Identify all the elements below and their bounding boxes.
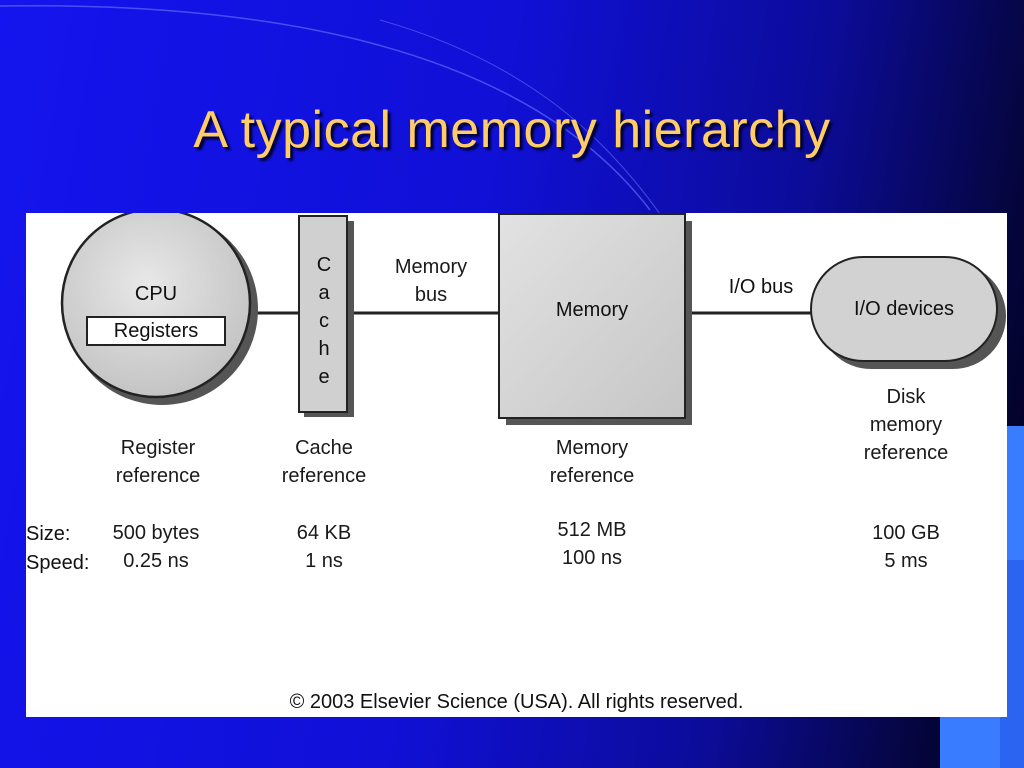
memory-box: [498, 213, 686, 419]
reference-line: Disk: [886, 386, 926, 408]
disk-speed: 5 ms: [884, 550, 928, 572]
disk-reference-label: Disk memory reference: [844, 383, 968, 467]
memory-label: Memory: [555, 299, 629, 321]
cache-bar: [298, 215, 348, 413]
memory-size: 512 MB: [557, 519, 627, 541]
memory-hierarchy-figure: CPU Registers C a c h e Memory bus Memor…: [26, 213, 1007, 717]
cache-reference-label: Cache reference: [264, 434, 384, 490]
cache-label: C a c h e: [302, 251, 346, 391]
io-devices-pill: [810, 256, 998, 362]
copyright-notice: © 2003 Elsevier Science (USA). All right…: [289, 691, 744, 713]
reference-line: memory: [869, 414, 943, 436]
reference-line: reference: [549, 465, 635, 487]
cache-letter: h: [318, 338, 330, 360]
register-specs: 500 bytes 0.25 ns: [96, 519, 216, 575]
reference-line: reference: [281, 465, 367, 487]
speed-row-label: Speed:: [26, 552, 90, 574]
cache-letter: e: [318, 366, 330, 388]
reference-line: reference: [115, 465, 201, 487]
disk-specs: 100 GB 5 ms: [844, 519, 968, 575]
reference-line: reference: [863, 442, 949, 464]
size-row-label: Size:: [26, 523, 71, 545]
cache-size: 64 KB: [296, 522, 352, 544]
reference-line: Cache: [295, 437, 353, 459]
reference-line: Memory: [555, 437, 629, 459]
cache-specs: 64 KB 1 ns: [264, 519, 384, 575]
io-devices-label: I/O devices: [853, 298, 955, 320]
memory-specs: 512 MB 100 ns: [530, 516, 654, 572]
cache-letter: c: [319, 310, 329, 332]
memory-bus-label-line: bus: [414, 284, 448, 306]
register-speed: 0.25 ns: [123, 550, 189, 572]
slide-title: A typical memory hierarchy: [193, 101, 831, 159]
diagram-shapes: [60, 213, 1006, 425]
reference-line: Register: [120, 437, 196, 459]
memory-speed: 100 ns: [561, 547, 623, 569]
io-bus-label: I/O bus: [728, 276, 794, 298]
register-size: 500 bytes: [112, 522, 200, 544]
cache-speed: 1 ns: [305, 550, 343, 572]
disk-size: 100 GB: [872, 522, 940, 544]
memory-reference-label: Memory reference: [530, 434, 654, 490]
memory-bus-label-line: Memory: [394, 256, 468, 278]
cache-letter: C: [316, 254, 332, 276]
register-reference-label: Register reference: [96, 434, 220, 490]
memory-bus-label: Memory bus: [376, 253, 486, 309]
registers-box: Registers: [86, 316, 226, 346]
cpu-label: CPU: [134, 283, 178, 305]
cpu-circle: [60, 213, 252, 399]
cache-letter: a: [318, 282, 330, 304]
